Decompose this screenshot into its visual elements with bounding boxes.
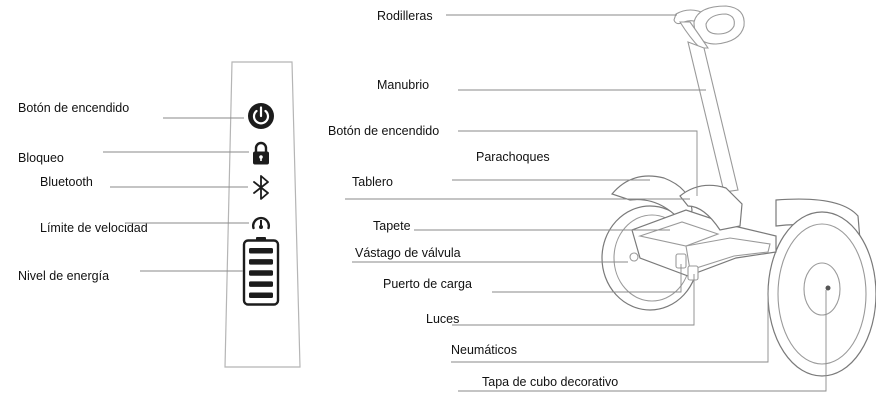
speedometer-icon <box>252 216 270 230</box>
control-panel <box>224 61 301 368</box>
battery-bar <box>249 270 273 276</box>
label-knee-pads: Rodilleras <box>377 9 433 23</box>
battery-icon <box>242 237 280 306</box>
label-handlebar: Manubrio <box>377 78 429 92</box>
label-hub-cap: Tapa de cubo decorativo <box>482 375 618 389</box>
label-speed-limit: Límite de velocidad <box>40 221 148 235</box>
label-valve-stem: Vástago de válvula <box>355 246 461 260</box>
chassis <box>629 184 777 281</box>
label-scooter-power-button: Botón de encendido <box>328 124 439 138</box>
steering-column <box>687 41 739 193</box>
rear-wheel <box>767 198 876 377</box>
label-battery-level: Nivel de energía <box>18 269 109 283</box>
scooter-illustration <box>601 5 876 377</box>
battery-bar <box>249 248 273 254</box>
label-charging-port: Puerto de carga <box>383 277 472 291</box>
battery-bars <box>249 248 273 298</box>
label-mat: Tapete <box>373 219 411 233</box>
bluetooth-icon <box>253 175 269 200</box>
power-icon <box>248 103 274 129</box>
lock-icon <box>253 141 269 165</box>
label-bumper: Parachoques <box>476 150 550 164</box>
label-panel-power-button: Botón de encendido <box>18 101 129 115</box>
knee-pad-ring <box>693 5 745 45</box>
label-lock: Bloqueo <box>18 151 64 165</box>
knee-pad-bar <box>679 21 710 49</box>
battery-bar <box>249 292 273 298</box>
label-tires: Neumáticos <box>451 343 517 357</box>
label-dashboard: Tablero <box>352 175 393 189</box>
label-bluetooth: Bluetooth <box>40 175 93 189</box>
battery-bar <box>249 281 273 287</box>
label-lights: Luces <box>426 312 459 326</box>
battery-bar <box>249 259 273 265</box>
